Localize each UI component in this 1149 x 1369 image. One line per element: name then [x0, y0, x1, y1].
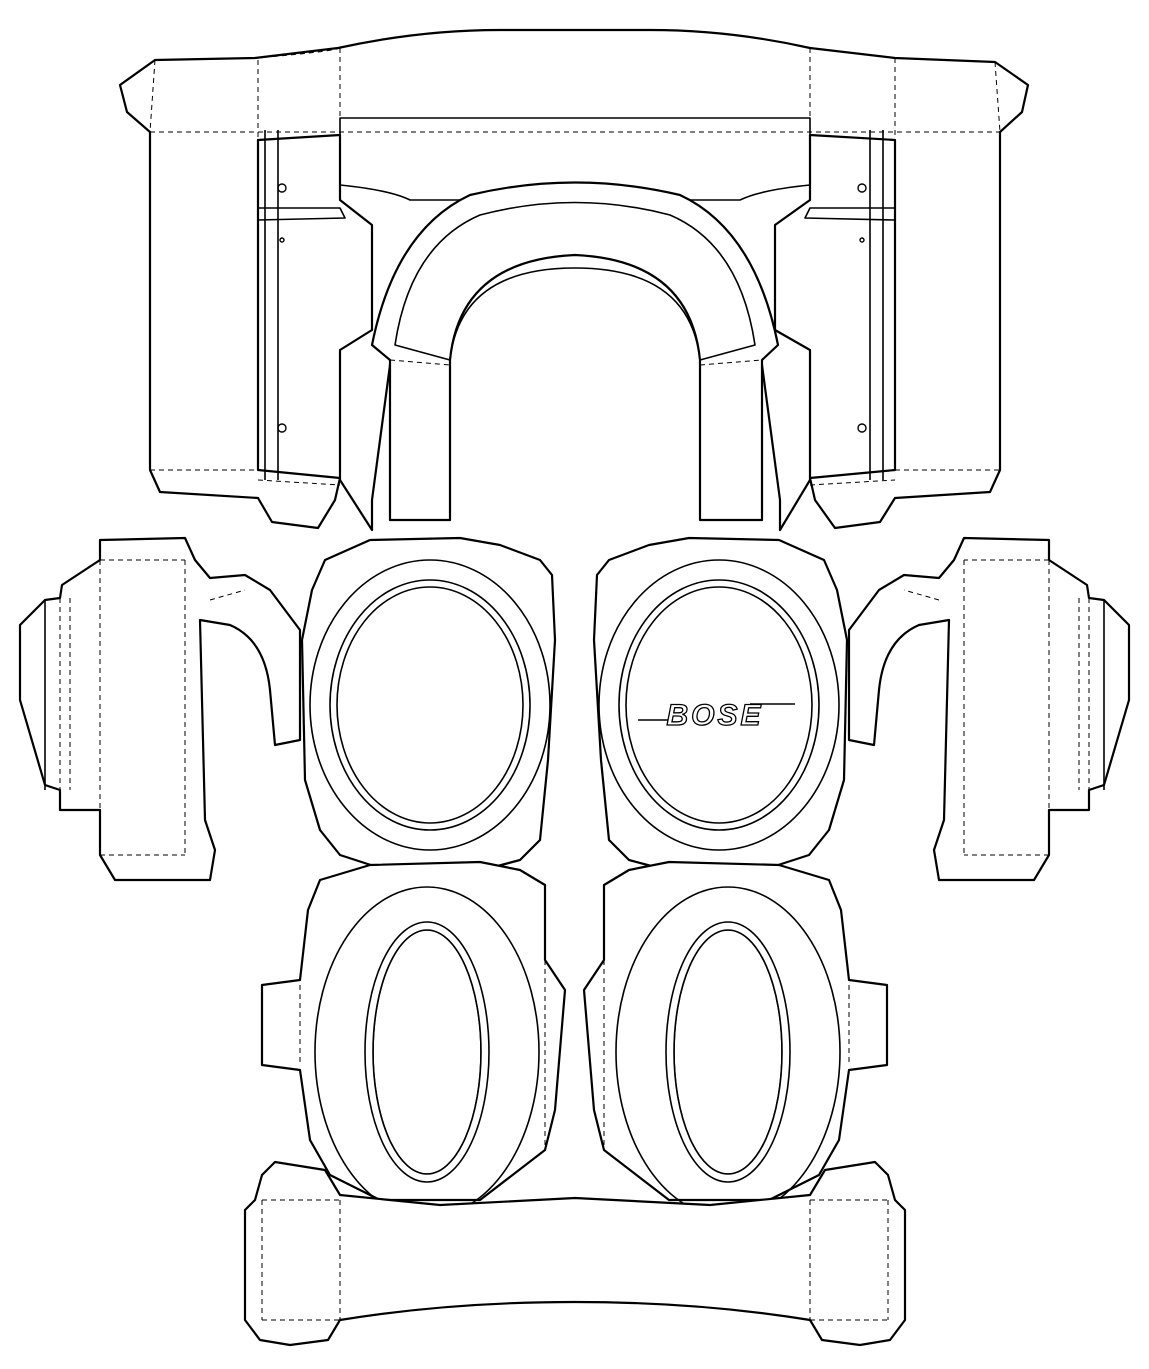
- left-earcup-outer-face: [300, 536, 557, 870]
- left-earcup-side-panel: [18, 536, 302, 882]
- left-ear-cushion: [260, 860, 567, 1218]
- bottom-headband-panel: [243, 1160, 907, 1347]
- headband-arch: [370, 181, 780, 522]
- top-headband-panel: [118, 28, 1030, 532]
- right-ear-cushion: [582, 860, 889, 1218]
- right-earcup-side-panel: [847, 536, 1131, 882]
- bose-logo: BOSE: [666, 699, 763, 732]
- right-earcup-outer-face: BOSE: [592, 536, 849, 870]
